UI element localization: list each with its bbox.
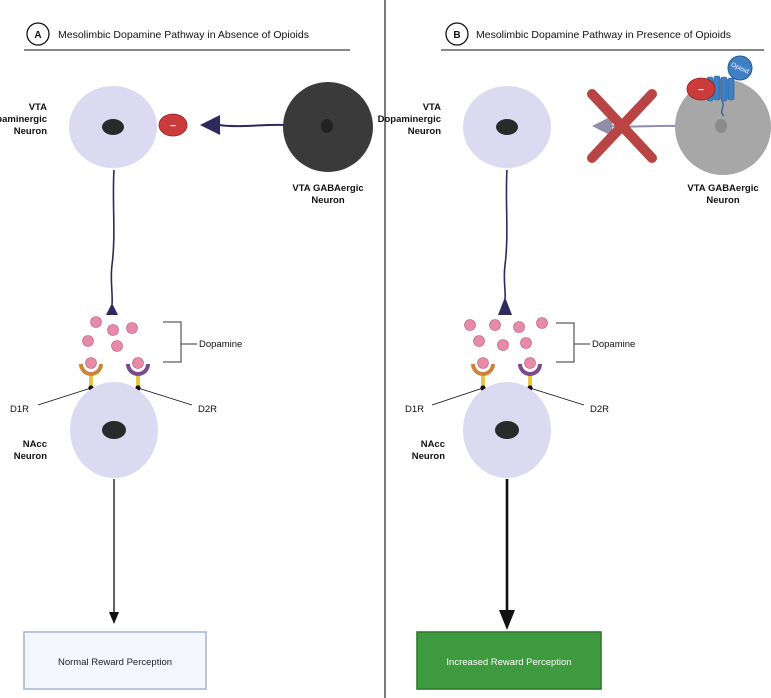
dopamine-molecule	[90, 316, 102, 328]
panel-b-blocked-cross	[587, 89, 657, 163]
panel-a-vta-dopaminergic-label-1: VTA	[29, 102, 47, 113]
dopamine-molecule	[464, 319, 476, 331]
panel-b-nacc-nucleus	[495, 421, 519, 439]
panel-a-outcome-arrowhead	[109, 612, 119, 624]
panel-b-axon-terminal	[498, 297, 512, 315]
dopamine-molecule	[82, 335, 94, 347]
panel-b-d1r-label: D1R	[405, 404, 424, 415]
panel-b-vta-gaba-nucleus	[715, 119, 727, 133]
panel-b-d2r-label: D2R	[590, 404, 609, 415]
panel-a: A Mesolimbic Dopamine Pathway in Absence…	[0, 22, 373, 690]
panel-b-vta-gaba-label-1: VTA GABAergic	[687, 183, 758, 194]
panel-b-letter: B	[453, 30, 460, 41]
dopamine-molecule	[520, 337, 532, 349]
panel-b-title: Mesolimbic Dopamine Pathway in Presence …	[476, 29, 731, 41]
panel-a-nacc-nucleus	[102, 421, 126, 439]
dopamine-molecule	[473, 335, 485, 347]
panel-b-vta-dopaminergic-label-2: Dopaminergic	[378, 114, 441, 125]
panel-b-inhibition-symbol	[686, 77, 716, 101]
panel-b-dopamine-molecules	[464, 317, 548, 351]
panel-a-letter: A	[34, 30, 41, 41]
panel-a-axon-terminal	[106, 303, 118, 315]
panel-b-nacc-label-2: Neuron	[412, 451, 445, 462]
panel-a-dopaminergic-axon	[110, 169, 115, 305]
panel-a-dopamine-molecules	[82, 316, 138, 352]
panel-a-inhibition-minus: −	[170, 121, 176, 132]
panel-a-outcome-text: Normal Reward Perception	[58, 657, 172, 668]
panel-b-outcome-text: Increased Reward Perception	[446, 657, 571, 668]
panel-b-vta-dopaminergic-label-3: Neuron	[408, 126, 441, 137]
panel-a-outcome-box	[23, 631, 207, 690]
panel-b-dopamine-label: Dopamine	[592, 339, 635, 350]
panel-a-dopamine-bracket	[163, 321, 197, 363]
dopamine-molecule	[126, 322, 138, 334]
panel-a-nacc-label-1: NAcc	[23, 439, 47, 450]
dopamine-molecule	[107, 324, 119, 336]
panel-b-opioid-molecule: Opioid	[727, 55, 753, 81]
panel-b-dopaminergic-axon	[503, 169, 508, 300]
panel-b-letter-circle	[445, 22, 469, 46]
panel-a-vta-gaba-nucleus	[321, 119, 333, 133]
dopamine-molecule	[111, 340, 123, 352]
panel-a-vta-gaba-label-1: VTA GABAergic	[292, 183, 363, 194]
panel-b-gaba-terminal-faded	[592, 116, 612, 136]
panel-a-gaba-axon	[218, 123, 287, 128]
panel-b-nacc-label-1: NAcc	[421, 439, 445, 450]
dopamine-molecule	[536, 317, 548, 329]
dopamine-molecule	[489, 319, 501, 331]
panel-a-title: Mesolimbic Dopamine Pathway in Absence o…	[58, 29, 309, 41]
dopamine-molecule	[513, 321, 525, 333]
panel-a-inhibition-symbol	[158, 113, 188, 137]
panel-a-vta-dopaminergic-label-3: Neuron	[14, 126, 47, 137]
panel-a-vta-gaba-label-2: Neuron	[311, 195, 344, 206]
panel-b-d1r-pointer	[431, 387, 484, 406]
panel-b-inhibition-minus: −	[698, 85, 704, 96]
panel-b-d2r-pointer	[529, 387, 585, 406]
panel-a-vta-dopaminergic-label-2: Dopaminergic	[0, 114, 47, 125]
panel-a-nacc-label-2: Neuron	[14, 451, 47, 462]
panel-a-d1r-pointer	[37, 387, 92, 406]
panel-a-gaba-terminal	[200, 115, 220, 135]
panel-a-vta-dopaminergic-nucleus	[102, 119, 124, 135]
panel-b-outcome-arrowhead	[499, 610, 515, 630]
panel-a-d2r-label: D2R	[198, 404, 217, 415]
panel-b-dopamine-bracket	[556, 322, 590, 363]
panel-b-vta-dopaminergic-nucleus	[496, 119, 518, 135]
panel-a-d1r-label: D1R	[10, 404, 29, 415]
panel-b-vta-dopaminergic-label-1: VTA	[423, 102, 441, 113]
panel-b-outcome-box	[416, 631, 602, 690]
panel-b: B Mesolimbic Dopamine Pathway in Presenc…	[378, 22, 771, 690]
panel-a-letter-circle	[26, 22, 50, 46]
panel-a-dopamine-label: Dopamine	[199, 339, 242, 350]
dopamine-molecule	[497, 339, 509, 351]
panel-b-vta-gaba-label-2: Neuron	[706, 195, 739, 206]
panel-a-d2r-pointer	[137, 387, 193, 406]
